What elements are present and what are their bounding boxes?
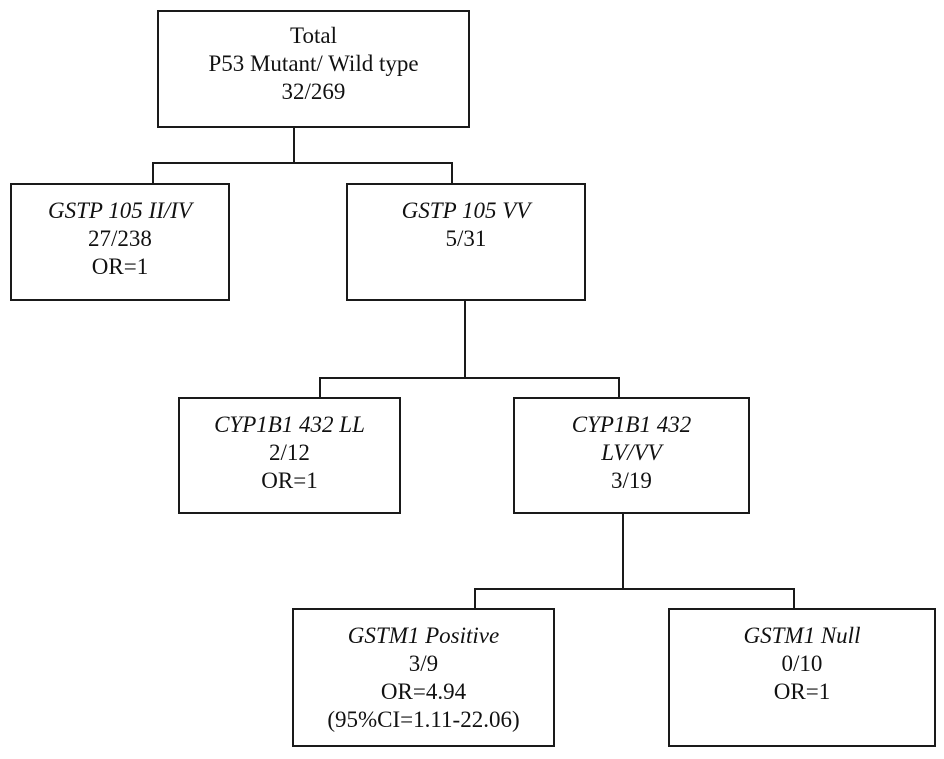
node-cyp1b1-432-ll: CYP1B1 432 LL 2/12 OR=1 bbox=[178, 397, 401, 514]
node-gstp105-vv-ratio: 5/31 bbox=[445, 226, 487, 251]
node-gstm1-positive-ratio: 3/9 bbox=[408, 651, 439, 676]
node-total-subtitle: P53 Mutant/ Wild type bbox=[208, 51, 419, 76]
node-cyp1b1-432-ll-or: OR=1 bbox=[261, 468, 318, 493]
node-gstp105-vv: GSTP 105 VV 5/31 bbox=[346, 183, 586, 301]
node-cyp1b1-432-lv-vv-genotype-line2: LV/VV bbox=[601, 440, 662, 465]
node-total-title: Total bbox=[290, 23, 337, 48]
node-cyp1b1-432-lv-vv: CYP1B1 432 LV/VV 3/19 bbox=[513, 397, 750, 514]
node-cyp1b1-432-lv-vv-genotype-line1: CYP1B1 432 bbox=[571, 412, 692, 437]
node-cyp1b1-432-ll-ratio: 2/12 bbox=[269, 440, 310, 465]
node-gstm1-null-or: OR=1 bbox=[773, 679, 831, 704]
node-gstp105-ii-iv-genotype: GSTP 105 II/IV bbox=[48, 198, 192, 223]
node-gstp105-ii-iv-ratio: 27/238 bbox=[88, 226, 152, 251]
node-cyp1b1-432-lv-vv-ratio: 3/19 bbox=[611, 468, 652, 493]
node-gstm1-null-ratio: 0/10 bbox=[781, 651, 823, 676]
node-gstp105-vv-genotype: GSTP 105 VV bbox=[401, 198, 531, 223]
node-gstm1-positive: GSTM1 Positive 3/9 OR=4.94 (95%CI=1.11-2… bbox=[292, 608, 555, 747]
node-gstp105-ii-iv: GSTP 105 II/IV 27/238 OR=1 bbox=[10, 183, 230, 301]
node-gstm1-positive-or: OR=4.94 bbox=[380, 679, 467, 704]
node-gstp105-ii-iv-or: OR=1 bbox=[91, 254, 149, 279]
node-total-ratio: 32/269 bbox=[281, 79, 346, 104]
node-gstm1-positive-genotype: GSTM1 Positive bbox=[347, 623, 500, 648]
node-gstm1-null: GSTM1 Null 0/10 OR=1 bbox=[668, 608, 936, 747]
node-gstm1-null-genotype: GSTM1 Null bbox=[743, 623, 861, 648]
node-cyp1b1-432-ll-genotype: CYP1B1 432 LL bbox=[214, 412, 365, 437]
node-total: Total P53 Mutant/ Wild type 32/269 bbox=[157, 10, 470, 128]
node-gstm1-positive-ci: (95%CI=1.11-22.06) bbox=[327, 707, 520, 732]
